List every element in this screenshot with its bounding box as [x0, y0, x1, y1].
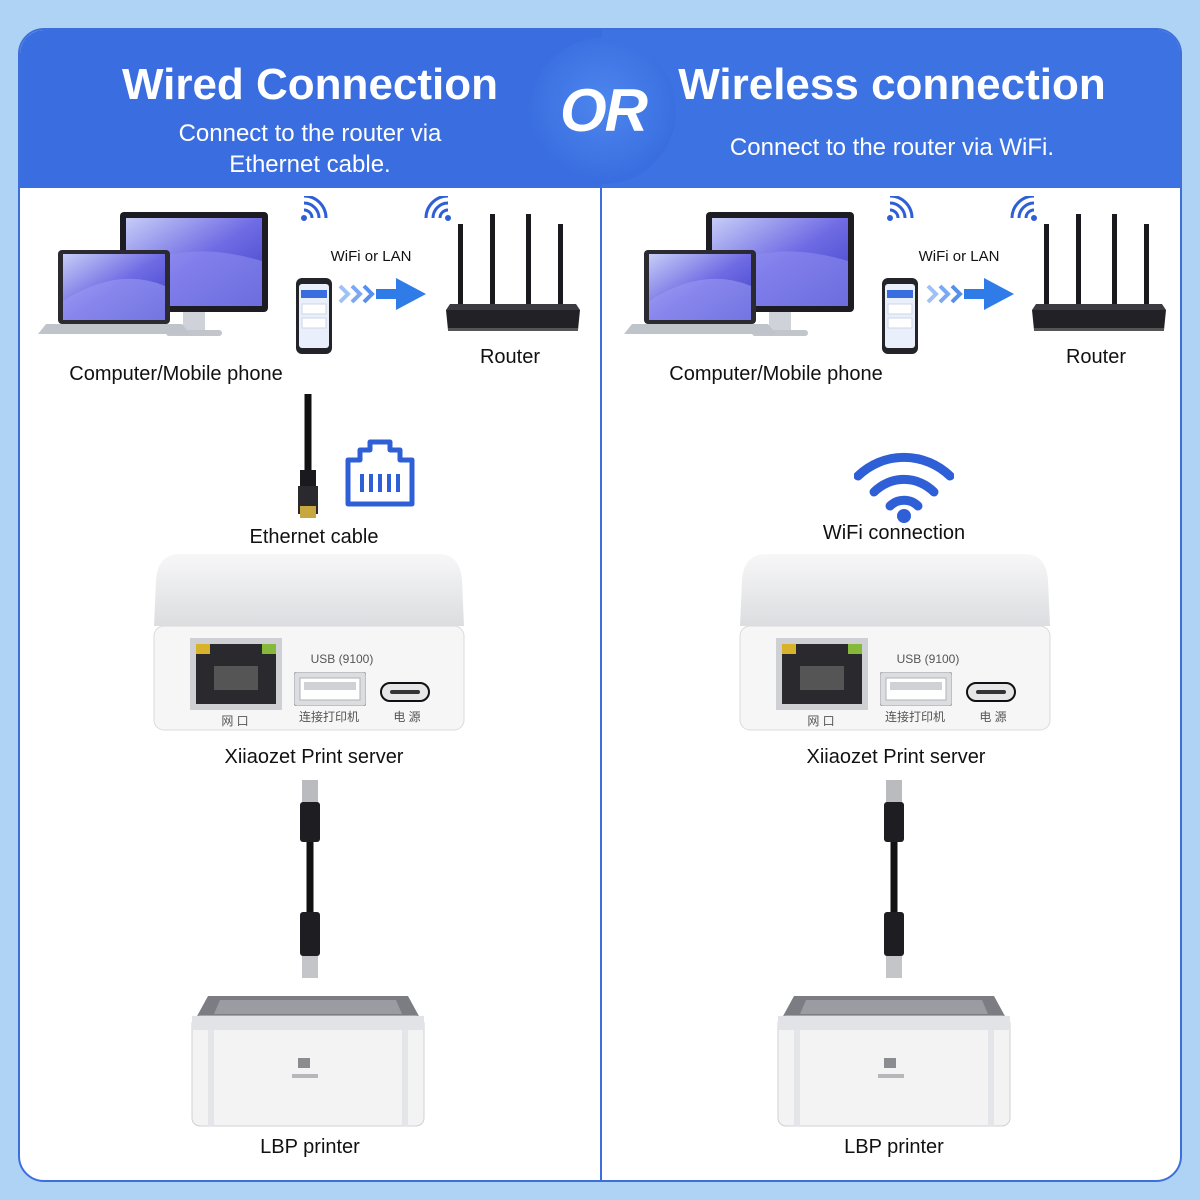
power-label: 电 源: [979, 710, 1007, 724]
devices-label: Computer/Mobile phone: [69, 363, 283, 385]
arrow-right-icon: [926, 278, 1014, 310]
wired-subtitle: Connect to the router via Ethernet cable…: [20, 118, 600, 180]
arrow-right-icon: [338, 278, 426, 310]
printer-icon: [777, 996, 1011, 1127]
usb-cable-icon: [884, 780, 904, 978]
router-icon: [1032, 214, 1166, 331]
link-label: Ethernet cable: [249, 526, 379, 548]
link-label: WiFi connection: [822, 522, 966, 544]
wifi-signal-icon: [887, 196, 914, 221]
print-server-icon: [739, 554, 1051, 731]
devices-label: Computer/Mobile phone: [669, 363, 883, 385]
router-label: Router: [1065, 346, 1127, 368]
diagram-frame: Wired Connection Connect to the router v…: [18, 28, 1182, 1182]
arrow-label: WiFi or LAN: [918, 248, 1000, 265]
usb-cable-icon: [300, 780, 320, 978]
usb-port-icon: [294, 672, 366, 706]
printer-label: LBP printer: [844, 1136, 944, 1158]
router-label: Router: [479, 346, 541, 368]
wireless-header: Wireless connection Connect to the route…: [602, 30, 1180, 188]
ethernet-cable-icon: [298, 394, 318, 518]
computer-phone-icon: [624, 212, 918, 354]
usb-label: USB (9100): [896, 652, 960, 666]
power-label: 电 源: [393, 710, 421, 724]
usb-c-power-port-icon: [966, 682, 1016, 702]
wifi-connection-icon: [854, 452, 954, 523]
wired-header: Wired Connection Connect to the router v…: [20, 30, 600, 188]
lan-port-label: 网 口: [807, 714, 835, 728]
or-badge: OR: [530, 38, 676, 184]
computer-phone-icon: [38, 212, 332, 354]
printer-label: LBP printer: [260, 1136, 360, 1158]
usb-port-icon: [880, 672, 952, 706]
wired-title: Wired Connection: [121, 60, 499, 109]
router-icon: [446, 214, 580, 331]
header-banner: Wired Connection Connect to the router v…: [20, 30, 1180, 188]
lan-port-label: 网 口: [221, 714, 249, 728]
wireless-title: Wireless connection: [678, 60, 1106, 109]
panel-divider: [600, 188, 602, 1180]
printer-icon: [191, 996, 425, 1127]
usb-port-label: 连接打印机: [298, 710, 359, 724]
wired-subtitle-line2: Ethernet cable.: [229, 151, 391, 178]
wired-subtitle-line1: Connect to the router via: [178, 120, 442, 147]
usb-c-power-port-icon: [380, 682, 430, 702]
server-label: Xiiaozet Print server: [806, 746, 986, 768]
print-server-icon: [153, 554, 465, 731]
wifi-signal-icon: [301, 196, 328, 221]
usb-port-label: 连接打印机: [884, 710, 945, 724]
router-wifi-icon: [424, 196, 451, 221]
router-wifi-icon: [1010, 196, 1037, 221]
or-label: OR: [560, 77, 648, 144]
rj45-port-icon: [345, 439, 415, 507]
wireless-subtitle: Connect to the router via WiFi.: [729, 134, 1055, 161]
usb-label: USB (9100): [310, 652, 374, 666]
server-label: Xiiaozet Print server: [224, 746, 404, 768]
arrow-label: WiFi or LAN: [330, 248, 412, 265]
